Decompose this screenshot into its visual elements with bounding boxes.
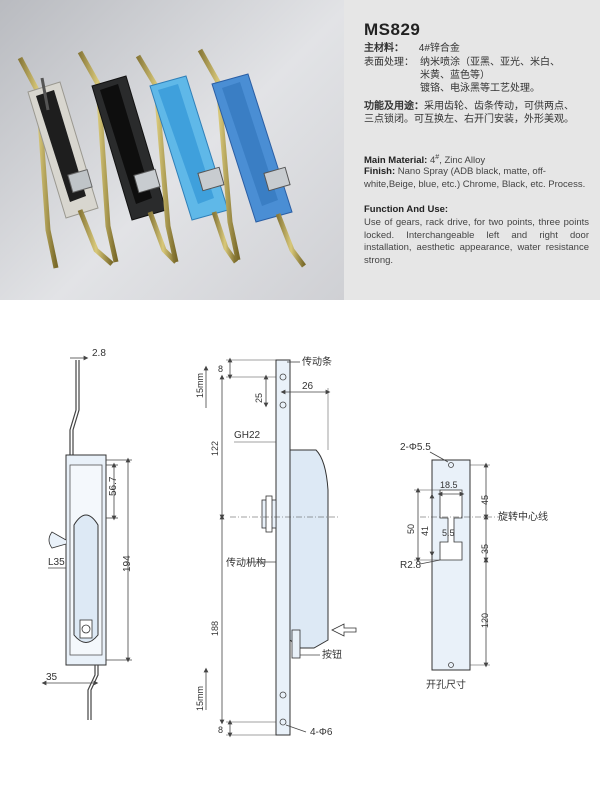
cutout-dim-35: 35 [480, 544, 490, 554]
side-label-rack: 传动条 [302, 355, 332, 368]
cutout-label-center: 旋转中心线 [498, 510, 548, 523]
side-push-arrow-icon [331, 623, 357, 637]
handle-off-white [17, 56, 114, 269]
cn-function-label: 功能及用途： [364, 101, 424, 112]
en-function-label: Function And Use: [364, 204, 589, 217]
front-top-rod [69, 360, 77, 455]
cutout-view: 2-Φ5.5 18.5 45 旋转中心线 50 41 5.5 35 R2.8 1… [400, 442, 548, 691]
technical-drawing: 2.8 56.7 194 L35 35 [0, 300, 600, 788]
cn-function-row: 功能及用途：采用齿轮、齿条传动，可供两点、 [364, 100, 574, 113]
en-material-value-prefix: 4 [430, 155, 436, 166]
side-hole-3 [279, 691, 287, 699]
handle-black [77, 50, 178, 264]
cutout-hole-top [448, 462, 454, 468]
cutout-slot [439, 489, 463, 561]
en-material-row: Main Material: 4#, Zinc Alloy [364, 154, 486, 166]
side-label-mechanism: 传动机构 [226, 556, 266, 569]
cutout-dim-50: 50 [406, 524, 416, 534]
side-dim-holes: 4-Φ6 [310, 727, 333, 738]
side-hole-1 [279, 373, 287, 381]
side-dim-25: 25 [254, 393, 264, 403]
cutout-label: 开孔尺寸 [426, 678, 466, 691]
side-label-button: 按钮 [322, 648, 342, 661]
side-dim-gh22: GH22 [234, 430, 261, 441]
cutout-hole-bottom [448, 662, 454, 668]
side-dim-8-top: 8 [218, 364, 223, 374]
side-rack-bar [275, 359, 291, 736]
cutout-dim-45: 45 [480, 495, 490, 505]
side-view: 传动条 传动机构 按钮 8 15mm 25 26 122 GH22 188 [195, 355, 357, 738]
cutout-dim-18-5: 18.5 [440, 480, 458, 490]
front-dim-56: 56.7 [108, 476, 119, 496]
en-material-value-suffix: , Zinc Alloy [439, 155, 486, 166]
front-handle [73, 514, 99, 643]
side-dim-188: 188 [210, 621, 220, 636]
cn-surface-label: 表面处理： [364, 57, 414, 68]
handle-blue [197, 48, 306, 268]
cutout-dim-120: 120 [480, 613, 490, 628]
model-number: MS829 [364, 20, 421, 39]
side-hole-2 [279, 401, 287, 409]
cn-function-line1: 采用齿轮、齿条传动，可供两点、 [424, 101, 574, 112]
cn-material-label: 主材料： [364, 43, 404, 54]
cn-surface-line2: 米黄、蓝色等） [420, 70, 490, 81]
en-finish-label: Finish: [364, 166, 396, 177]
front-dim-l35: L35 [48, 557, 65, 568]
cutout-dim-5-5: 5.5 [442, 528, 455, 538]
cn-material-value: 4#锌合金 [418, 43, 460, 54]
side-dim-26: 26 [302, 381, 314, 392]
en-finish-row: Finish: Nano Spray (ADB black, matte, of… [364, 166, 589, 191]
side-button [291, 629, 301, 659]
front-dim-top: 2.8 [92, 348, 106, 359]
cn-function-line2: 三点锁闭。可互换左、右开门安装，外形美观。 [364, 114, 574, 125]
cn-surface-line3: 镀铬、电泳黑等工艺处理。 [420, 83, 540, 94]
en-finish-text: Nano Spray (ADB black, matte, off-white,… [364, 166, 586, 190]
spec-panel: MS829 主材料： 4#锌合金 表面处理： 纳米喷涂（亚黑、亚光、米白、 米黄… [344, 0, 600, 300]
en-function-text: Use of gears, rack drive, for two points… [364, 217, 589, 266]
en-material-label: Main Material: [364, 155, 428, 166]
cutout-dim-holes: 2-Φ5.5 [400, 442, 431, 453]
side-dim-8-bottom: 8 [218, 725, 223, 735]
product-photo-illustration [17, 48, 306, 269]
drawing-canvas: 2.8 56.7 194 L35 35 [41, 348, 548, 738]
side-hole-4 [279, 718, 287, 726]
side-dim-15mm-bottom: 15mm [195, 686, 205, 711]
side-dim-122: 122 [210, 441, 220, 456]
side-dim-15mm-top: 15mm [195, 373, 205, 398]
front-view: 2.8 56.7 194 L35 35 [41, 348, 133, 720]
cutout-dim-r2-8: R2.8 [400, 560, 422, 571]
front-dim-35: 35 [46, 672, 58, 683]
cn-surface-line1: 纳米喷涂（亚黑、亚光、米白、 [420, 57, 560, 68]
side-housing [289, 449, 329, 649]
cutout-dim-41: 41 [420, 526, 430, 536]
front-dim-194: 194 [122, 555, 133, 572]
cn-material-row: 主材料： 4#锌合金 [364, 42, 460, 55]
en-function-label-text: Function And Use: [364, 204, 449, 215]
product-photo [0, 0, 344, 300]
handle-light-blue [135, 54, 239, 264]
